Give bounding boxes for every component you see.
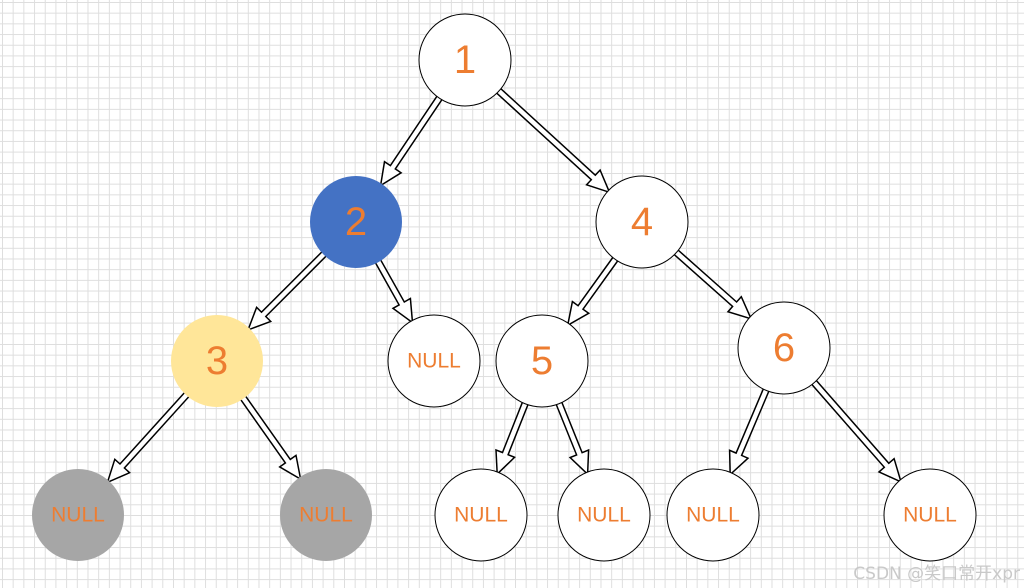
tree-node-null3l: NULL (32, 469, 124, 561)
tree-node-n3: 3 (171, 315, 263, 407)
node-label-null2: NULL (407, 350, 461, 373)
node-circle-null2 (387, 314, 481, 408)
edge-arrow-n3-to-null3r (238, 394, 302, 481)
node-label-n4: 4 (631, 200, 653, 244)
node-circle-n3 (171, 315, 263, 407)
edge-arrow-n3-to-null3l (106, 390, 191, 484)
edge-arrow-n1-to-n2 (379, 93, 444, 188)
node-label-null6l: NULL (686, 504, 740, 527)
tree-node-null6r: NULL (883, 468, 977, 562)
node-circle-n1 (418, 13, 512, 107)
edge-arrow-n5-to-null5r (554, 399, 590, 476)
node-circle-null5r (557, 468, 651, 562)
node-circle-n4 (595, 175, 689, 269)
tree-node-null2: NULL (387, 314, 481, 408)
edge-arrow-n4-to-n6 (671, 247, 753, 321)
edge-arrow-n1-to-n4 (494, 86, 611, 194)
tree-node-n6: 6 (737, 301, 831, 395)
tree-node-n4: 4 (595, 175, 689, 269)
tree-node-null5r: NULL (557, 468, 651, 562)
edge-arrow-n2-to-null2 (373, 257, 414, 325)
node-circle-n5 (495, 314, 589, 408)
node-label-n3: 3 (206, 339, 228, 383)
node-circle-n6 (737, 301, 831, 395)
node-circle-null3l (32, 469, 124, 561)
node-label-null3l: NULL (51, 504, 105, 527)
edge-arrow-n2-to-n3 (246, 249, 329, 332)
node-label-null3r: NULL (299, 504, 353, 527)
tree-node-n2: 2 (310, 176, 402, 268)
node-label-n6: 6 (773, 326, 795, 370)
edge-arrow-n4-to-n5 (566, 254, 620, 327)
node-circle-null6l (666, 468, 760, 562)
edges-layer (106, 86, 903, 484)
node-circle-null6r (883, 468, 977, 562)
watermark: CSDN @笑口常开xpr (853, 564, 1020, 584)
node-label-n5: 5 (531, 339, 553, 383)
edge-arrow-n6-to-null6r (809, 378, 903, 484)
tree-node-n1: 1 (418, 13, 512, 107)
node-label-null5l: NULL (454, 504, 508, 527)
node-circle-n2 (310, 176, 402, 268)
node-label-n2: 2 (345, 200, 367, 244)
tree-node-n5: 5 (495, 314, 589, 408)
node-circle-null3r (280, 469, 372, 561)
tree-node-null5l: NULL (434, 468, 528, 562)
node-label-null5r: NULL (577, 504, 631, 527)
node-label-n1: 1 (454, 38, 476, 82)
tree-node-null3r: NULL (280, 469, 372, 561)
node-circle-null5l (434, 468, 528, 562)
edge-arrow-n6-to-null6l (728, 386, 771, 477)
node-label-null6r: NULL (903, 504, 957, 527)
edge-arrow-n5-to-null5l (495, 399, 530, 476)
tree-node-null6l: NULL (666, 468, 760, 562)
